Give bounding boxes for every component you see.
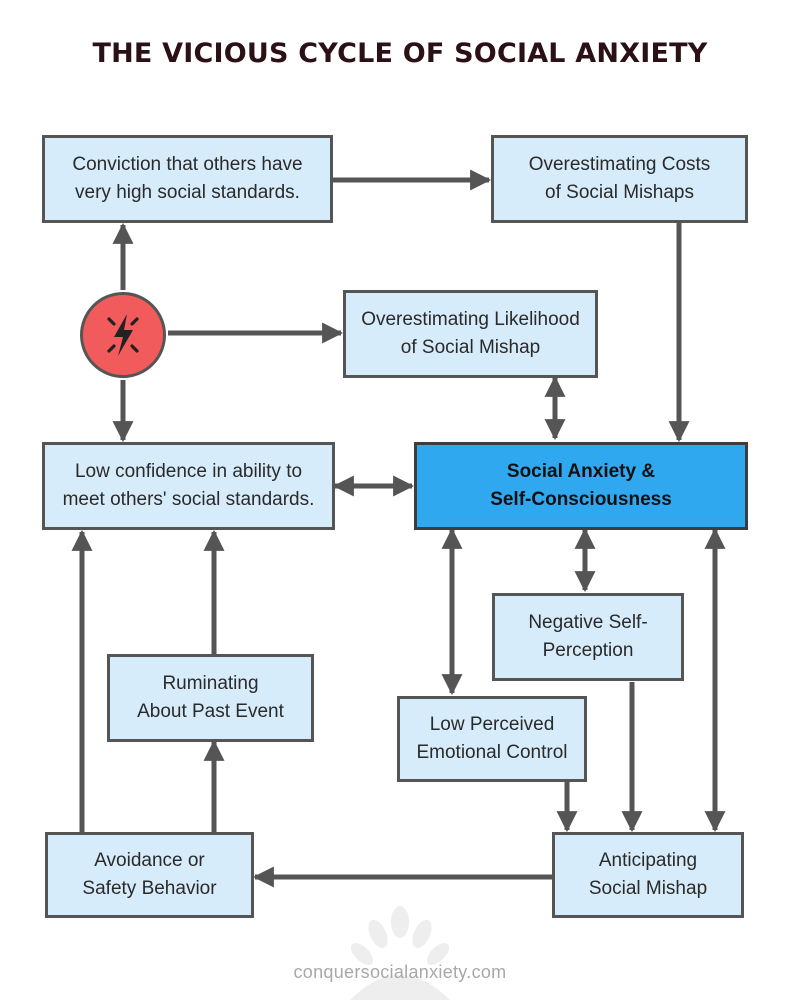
diagram-title: THE VICIOUS CYCLE OF SOCIAL ANXIETY	[92, 38, 708, 69]
node-social-anxiety: Social Anxiety &Self-Consciousness	[414, 442, 748, 530]
node-negative-self-perception: Negative Self-Perception	[492, 593, 684, 681]
lightning-bolt-icon	[107, 314, 139, 356]
leaf-logo-icon	[350, 906, 450, 1000]
footer-website: conquersocialanxiety.com	[293, 962, 507, 982]
trigger-circle	[80, 292, 166, 378]
